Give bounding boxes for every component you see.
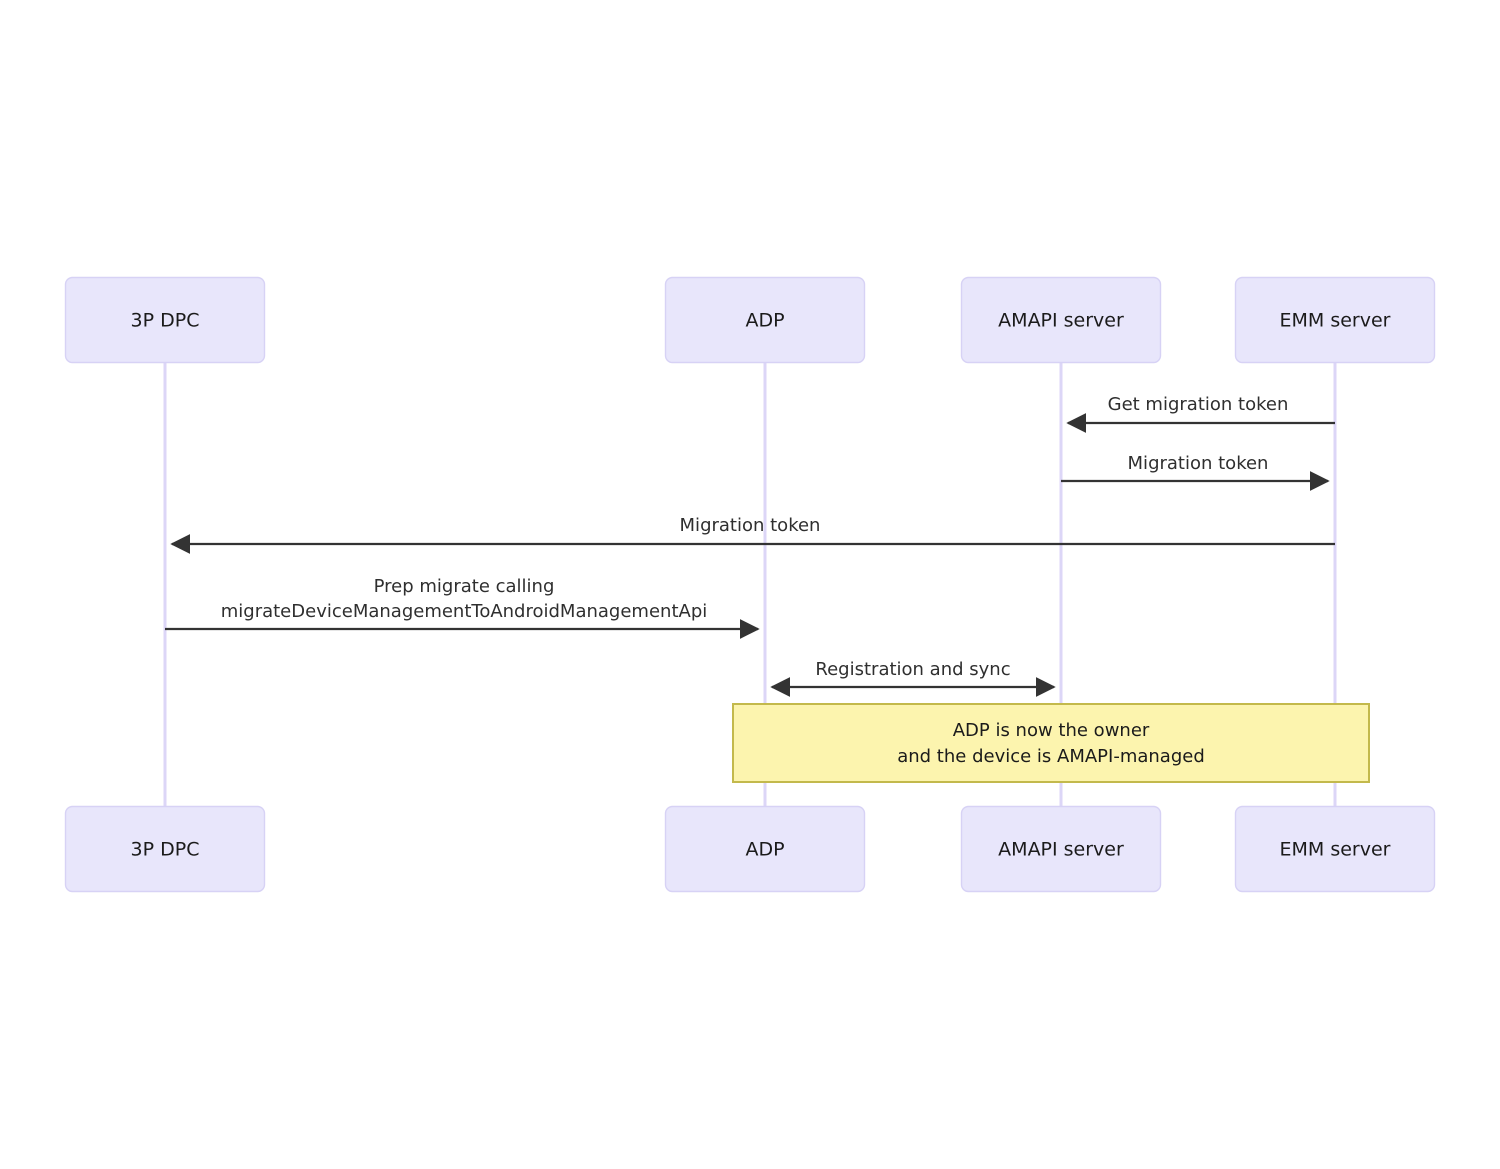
message-label-line-2: migrateDeviceManagementToAndroidManageme…	[221, 601, 708, 622]
participant-label: 3P DPC	[131, 310, 200, 332]
message-label: Get migration token	[1108, 394, 1289, 415]
participant-box[interactable]	[1234, 276, 1436, 364]
participant-label: EMM server	[1280, 310, 1391, 332]
message-migration-token-emm-to-dpc[interactable]: Migration token	[170, 515, 1335, 554]
message-label: Migration token	[680, 515, 821, 536]
participant-bottom-emm[interactable]: EMM server	[1234, 805, 1436, 893]
participant-label: EMM server	[1280, 839, 1391, 861]
participant-top-adp[interactable]: ADP	[664, 276, 866, 364]
participant-label: ADP	[745, 310, 784, 332]
participant-top-dpc[interactable]: 3P DPC	[64, 276, 266, 364]
participant-box[interactable]	[960, 276, 1162, 364]
participant-label: 3P DPC	[131, 839, 200, 861]
participant-box[interactable]	[64, 805, 266, 893]
participants-bottom: 3P DPC ADP AMAPI server EMM server	[64, 805, 1436, 893]
participant-top-emm[interactable]: EMM server	[1234, 276, 1436, 364]
participant-bottom-adp[interactable]: ADP	[664, 805, 866, 893]
message-prep-migrate[interactable]: Prep migrate calling migrateDeviceManage…	[165, 576, 760, 639]
message-get-migration-token[interactable]: Get migration token	[1066, 394, 1335, 433]
note-line-1: ADP is now the owner	[953, 720, 1150, 741]
message-label-line-1: Prep migrate calling	[374, 576, 555, 597]
participant-box[interactable]	[664, 805, 866, 893]
note-line-2: and the device is AMAPI-managed	[897, 746, 1205, 767]
participant-label: AMAPI server	[998, 839, 1124, 861]
message-label: Registration and sync	[815, 659, 1010, 680]
message-label: Migration token	[1128, 453, 1269, 474]
participant-box[interactable]	[960, 805, 1162, 893]
message-registration-and-sync[interactable]: Registration and sync	[770, 659, 1056, 697]
participant-box[interactable]	[664, 276, 866, 364]
participants-top: 3P DPC ADP AMAPI server EMM server	[64, 276, 1436, 364]
participant-top-amapi[interactable]: AMAPI server	[960, 276, 1162, 364]
note-adp-owner: ADP is now the owner and the device is A…	[732, 703, 1370, 783]
participant-box[interactable]	[64, 276, 266, 364]
message-migration-token-amapi-to-emm[interactable]: Migration token	[1061, 453, 1330, 491]
note-box	[732, 703, 1370, 783]
messages: Get migration token Migration token Migr…	[165, 394, 1335, 697]
participant-bottom-amapi[interactable]: AMAPI server	[960, 805, 1162, 893]
participant-label: ADP	[745, 839, 784, 861]
participant-bottom-dpc[interactable]: 3P DPC	[64, 805, 266, 893]
participant-box[interactable]	[1234, 805, 1436, 893]
participant-label: AMAPI server	[998, 310, 1124, 332]
